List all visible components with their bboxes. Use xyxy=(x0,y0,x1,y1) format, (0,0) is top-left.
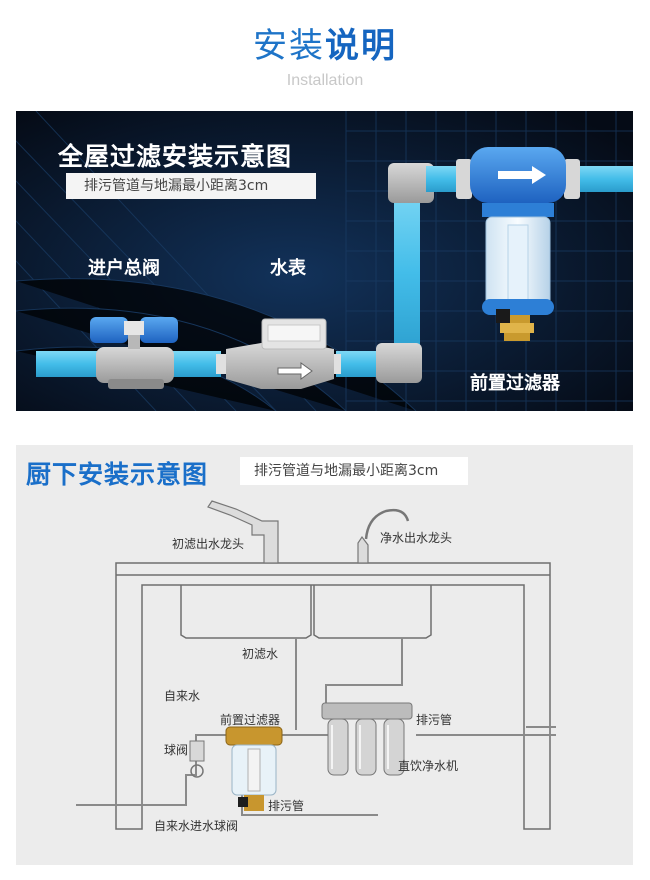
label-pure-faucet: 净水出水龙头 xyxy=(380,531,453,545)
ball-valve xyxy=(189,740,205,778)
pipes xyxy=(76,638,556,816)
water-meter xyxy=(216,318,341,389)
inlet-pipe xyxy=(36,351,106,377)
title-light: 安装 xyxy=(253,26,325,66)
kitchen-illustration xyxy=(76,500,556,830)
elbow-bottom xyxy=(376,343,422,383)
label-drain-pipe: 排污管 xyxy=(416,713,453,727)
label-prefilter-faucet: 初滤出水龙头 xyxy=(172,537,245,551)
kitchen-note: 排污管道与地漏最小距离3cm xyxy=(240,457,468,485)
cabinet-outline xyxy=(115,562,551,830)
purifier-unit xyxy=(321,702,413,776)
pre-filter-unit xyxy=(456,147,580,341)
main-valve xyxy=(90,317,178,389)
label-main-valve: 进户总阀 xyxy=(88,258,160,279)
label-pre-filter: 前置过滤器 xyxy=(220,713,281,727)
riser-pipe xyxy=(394,183,420,363)
label-pre-filter: 前置过滤器 xyxy=(470,373,560,394)
label-water-meter: 水表 xyxy=(270,258,306,279)
outlet-pipe xyxy=(576,166,633,192)
label-prefiltered-water: 初滤水 xyxy=(242,647,279,661)
title-bold: 说明 xyxy=(325,26,397,66)
section-header: 安装说明 Installation xyxy=(0,0,650,100)
label-ball-valve: 球阀 xyxy=(164,743,189,757)
label-inlet-ball-valve: 自来水进水球阀 xyxy=(154,819,239,833)
elbow-top xyxy=(388,163,434,203)
section-title: 安装说明 xyxy=(0,24,650,68)
label-tap-water: 自来水 xyxy=(164,689,201,703)
whole-house-note: 排污管道与地漏最小距离3cm xyxy=(66,173,316,199)
kitchen-diagram: 厨下安装示意图 排污管道与地漏最小距离3cm 初滤出水龙头 净水出水龙头 初滤水… xyxy=(16,445,633,865)
whole-house-illustration xyxy=(16,111,633,411)
kitchen-title: 厨下安装示意图 xyxy=(26,460,209,489)
label-drain-pipe-bottom: 排污管 xyxy=(268,799,305,813)
whole-house-title: 全屋过滤安装示意图 xyxy=(58,142,293,171)
pipe-segment xyxy=(171,351,221,377)
faucets xyxy=(207,500,410,564)
whole-house-diagram: 全屋过滤安装示意图 排污管道与地漏最小距离3cm 进户总阀 水表 前置过滤器 xyxy=(16,111,633,411)
label-purifier: 直饮净水机 xyxy=(398,759,459,773)
kitchen-pre-filter xyxy=(225,726,283,811)
section-subtitle: Installation xyxy=(286,72,364,89)
